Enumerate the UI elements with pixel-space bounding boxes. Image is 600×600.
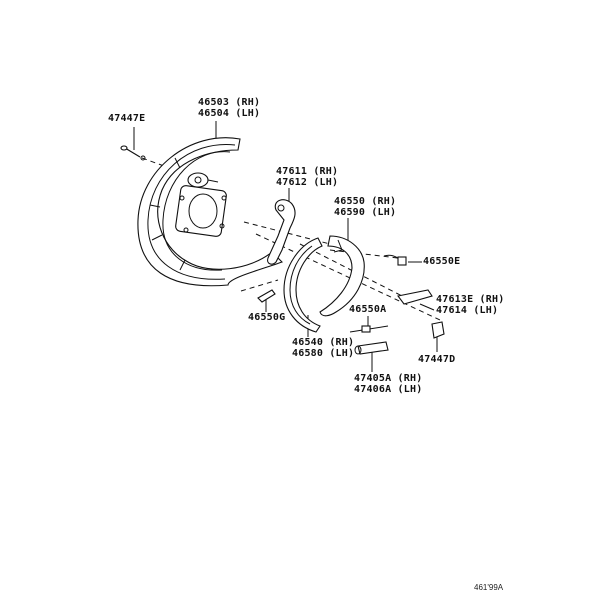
label-46580-lh: 46580 (LH)	[292, 348, 355, 359]
label-46590-lh: 46590 (LH)	[334, 207, 397, 218]
label-47612-lh: 47612 (LH)	[276, 177, 339, 188]
label-47614-lh: 47614 (LH)	[436, 305, 499, 316]
label-46550g: 46550G	[248, 312, 286, 323]
spring-46550g	[257, 289, 276, 303]
label-47405a-rh: 47405A (RH)	[354, 373, 423, 384]
lever-47611	[267, 199, 296, 265]
label-47447d: 47447D	[418, 354, 456, 365]
shoe-rear	[319, 235, 365, 317]
strut-47613e	[397, 289, 433, 305]
label-47406a-lh: 47406A (LH)	[354, 384, 423, 395]
label-46540-rh: 46540 (RH)	[292, 337, 355, 348]
shoe-front	[283, 237, 323, 333]
label-46550a: 46550A	[349, 304, 387, 315]
diagram-code: 461'99A	[474, 583, 504, 592]
label-46550e: 46550E	[423, 256, 461, 267]
adjuster-47405a	[354, 341, 389, 355]
label-47613e-rh: 47613E (RH)	[436, 294, 505, 305]
spring-46550a	[349, 325, 389, 333]
label-47611-rh: 47611 (RH)	[276, 166, 339, 177]
label-46504-lh: 46504 (LH)	[198, 108, 261, 119]
plug-47447d	[431, 321, 445, 339]
label-46503-rh: 46503 (RH)	[198, 97, 261, 108]
label-47447e: 47447E	[108, 113, 146, 124]
spring-46550e	[383, 254, 407, 266]
bolt-47447e	[120, 145, 146, 161]
label-46550-rh: 46550 (RH)	[334, 196, 397, 207]
backing-plate	[137, 137, 283, 287]
